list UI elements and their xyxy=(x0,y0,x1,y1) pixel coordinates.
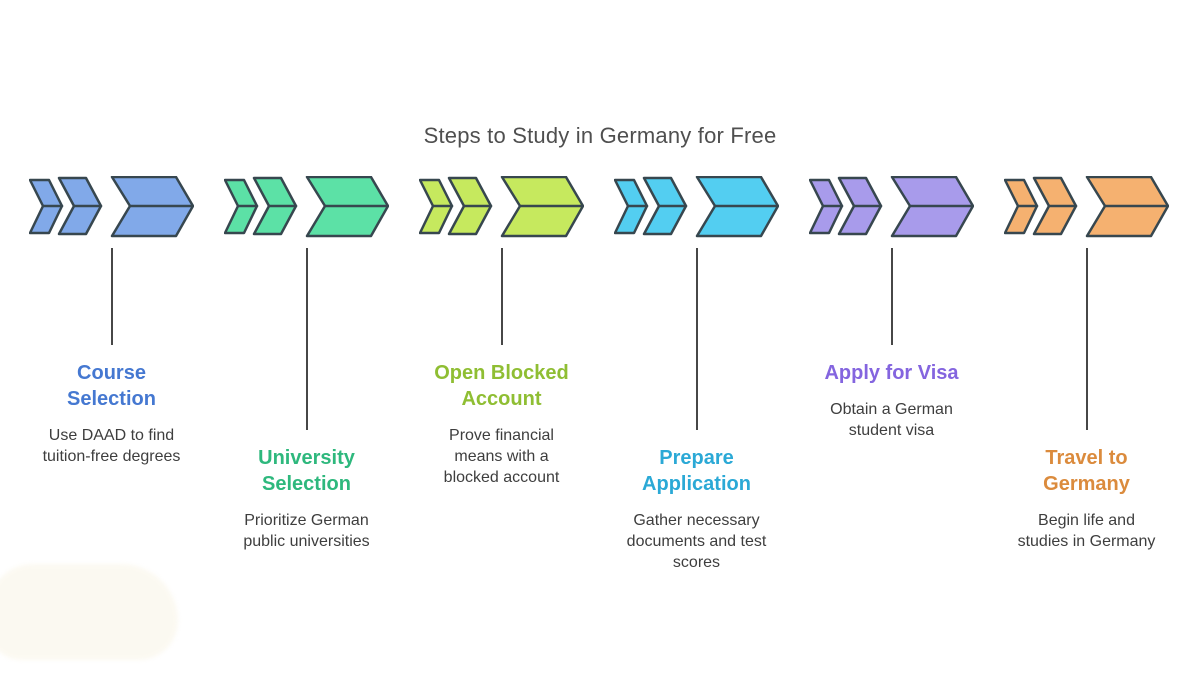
step-column-travel-to-germany: Travel to Germany Begin life and studies… xyxy=(989,176,1184,552)
connector-line xyxy=(890,248,893,345)
page-title: Steps to Study in Germany for Free xyxy=(423,123,777,148)
step-title: Apply for Visa xyxy=(824,362,959,384)
connector-line xyxy=(695,248,698,430)
connector-line xyxy=(500,248,503,345)
step-description: Begin life and studies in Germany xyxy=(1017,512,1156,550)
chevron-group xyxy=(419,176,584,238)
connector-line xyxy=(305,248,308,430)
step-description: Gather necessary documents and test scor… xyxy=(626,512,767,571)
step-column-university-selection: University Selection Prioritize German p… xyxy=(209,176,404,552)
step-title: University Selection xyxy=(258,447,355,495)
step-column-open-blocked-account: Open Blocked Account Prove financial mea… xyxy=(404,176,599,488)
step-title: Open Blocked Account xyxy=(434,362,569,410)
step-title: Travel to Germany xyxy=(1043,447,1130,495)
chevron-group xyxy=(224,176,389,238)
chevron-group xyxy=(614,176,779,238)
step-column-apply-for-visa: Apply for Visa Obtain a German student v… xyxy=(794,176,989,441)
step-description: Prove financial means with a blocked acc… xyxy=(443,427,560,486)
watermark-blob xyxy=(0,564,178,660)
step-column-course-selection: Course Selection Use DAAD to find tuitio… xyxy=(14,176,209,467)
chevron-group xyxy=(29,176,194,238)
step-column-prepare-application: Prepare Application Gather necessary doc… xyxy=(599,176,794,573)
chevron-group xyxy=(1004,176,1169,238)
connector-line xyxy=(110,248,113,345)
step-description: Use DAAD to find tuition-free degrees xyxy=(42,427,181,465)
chevron-group xyxy=(809,176,974,238)
connector-line xyxy=(1085,248,1088,430)
step-title: Prepare Application xyxy=(642,447,751,495)
step-title: Course Selection xyxy=(67,362,156,410)
step-description: Prioritize German public universities xyxy=(243,512,370,550)
step-description: Obtain a German student visa xyxy=(830,401,953,439)
